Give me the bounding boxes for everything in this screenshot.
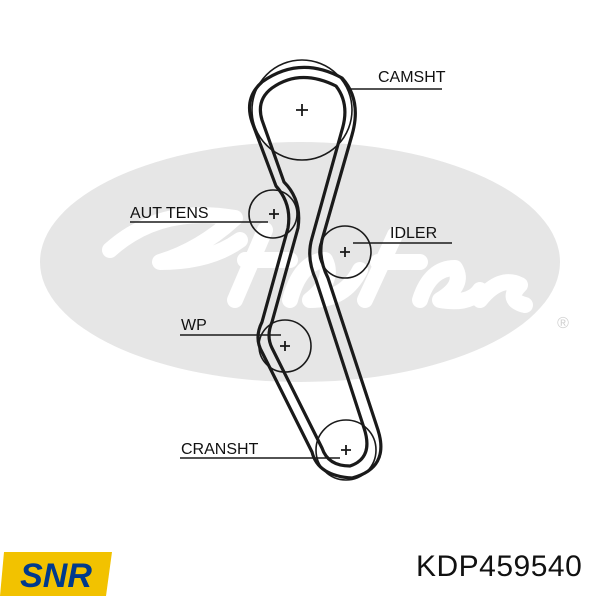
crankshaft-label: CRANSHT: [181, 441, 259, 458]
camshaft-label: CAMSHT: [378, 69, 446, 86]
leader-lines: [130, 88, 452, 459]
snr-logo-background: [0, 552, 112, 596]
auto-tensioner-label: AUT TENS: [130, 205, 209, 222]
part-number: KDP459540: [416, 550, 583, 583]
snr-logo-text: SNR: [20, 557, 92, 595]
camshaft-pulley: [251, 59, 353, 161]
gates-watermark-logo: ®: [40, 142, 569, 382]
snr-logo: SNR: [0, 552, 112, 596]
auto-tensioner-pulley: [248, 189, 298, 239]
idler-pulley: [318, 225, 372, 279]
water-pump-pulley: [258, 319, 312, 373]
water-pump-label: WP: [181, 317, 207, 334]
registered-mark: ®: [557, 315, 569, 332]
timing-belt: [248, 65, 383, 480]
crankshaft-pulley: [315, 419, 377, 481]
idler-label: IDLER: [390, 225, 437, 242]
belt-inner-outline: [258, 75, 369, 468]
belt-outer-outline: [248, 65, 383, 480]
